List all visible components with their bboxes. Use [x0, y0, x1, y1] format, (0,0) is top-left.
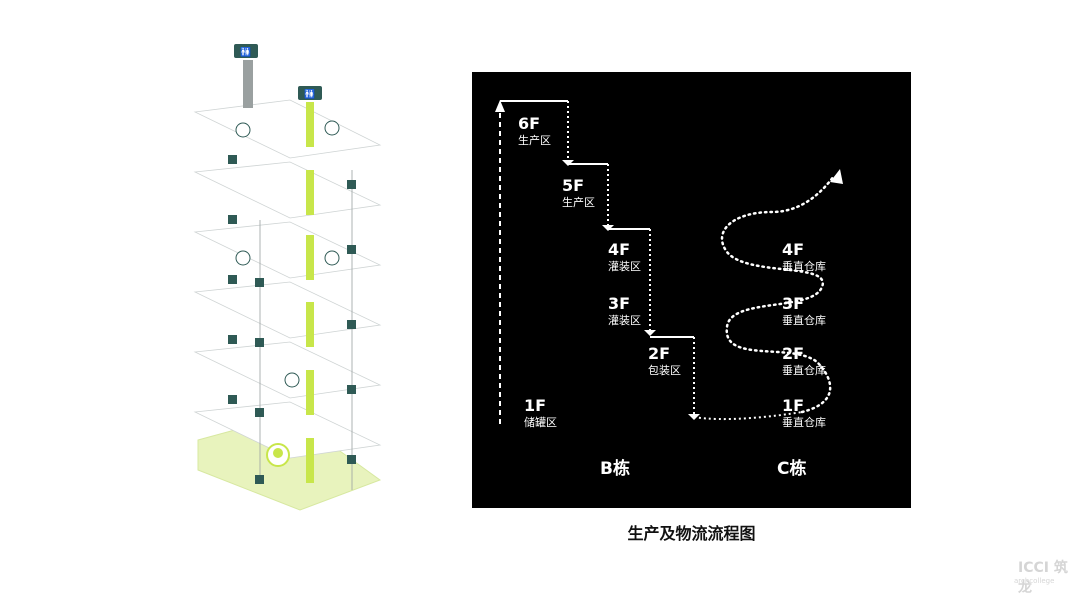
b-building-label: B栋: [600, 459, 630, 479]
floor-plates: [193, 99, 382, 459]
b-floor-4: 4F 灌装区: [608, 240, 641, 273]
flow-paths: [495, 100, 843, 424]
floor-label: 2F: [648, 344, 671, 363]
watermark-subtext: archcollege: [1014, 577, 1055, 585]
floor-label: 4F: [608, 240, 631, 259]
zone-label: 垂直仓库: [782, 260, 826, 273]
lift-shaft: [306, 102, 314, 483]
zone-label: 灌装区: [608, 314, 641, 327]
c-floor-4: 4F 垂直仓库: [782, 240, 826, 273]
floor-label: 6F: [518, 114, 541, 133]
zone-label: 生产区: [562, 196, 595, 209]
b-floor-2: 2F 包装区: [648, 344, 681, 377]
svg-text:🚻: 🚻: [240, 46, 251, 58]
c-serpentine: [720, 174, 836, 414]
stair-core: [243, 60, 253, 108]
b-floor-1: 1F 储罐区: [524, 396, 557, 429]
flow-diagram-panel: 6F 生产区 5F 生产区 4F 灌装区 3F 灌装区 2F 包装区 1F 储罐…: [472, 72, 911, 508]
floor-label: 4F: [782, 240, 805, 259]
b-floor-6: 6F 生产区: [518, 114, 551, 147]
zone-label: 垂直仓库: [782, 364, 826, 377]
floor-label: 5F: [562, 176, 585, 195]
diagram-caption: 生产及物流流程图: [627, 524, 756, 543]
zone-label: 灌装区: [608, 260, 641, 273]
building-axonometric-diagram: 🚻 🚻: [193, 44, 382, 511]
b-cascade: [567, 101, 803, 421]
floor-label: 1F: [782, 396, 805, 415]
c-floor-3: 3F 垂直仓库: [782, 294, 826, 327]
elevator-icon: [235, 120, 340, 388]
stair-icon: [228, 155, 356, 484]
b-floor-5: 5F 生产区: [562, 176, 595, 209]
b-floor-3: 3F 灌装区: [608, 294, 641, 327]
b-riser-arrowhead: [495, 100, 505, 112]
watermark-logo: ICCI 筑龙 archcollege: [1000, 545, 1070, 596]
zone-label: 包装区: [648, 364, 681, 377]
floor-label: 1F: [524, 396, 547, 415]
zone-label: 垂直仓库: [782, 416, 826, 429]
pin-icon: [266, 443, 290, 467]
svg-text:🚻: 🚻: [304, 88, 315, 100]
restroom-icon: 🚻 🚻: [234, 44, 322, 100]
c-floor-2: 2F 垂直仓库: [782, 344, 826, 377]
zone-label: 生产区: [518, 134, 551, 147]
floor-label: 2F: [782, 344, 805, 363]
c-arrowhead: [830, 169, 843, 184]
floor-label: 3F: [608, 294, 631, 313]
watermark-text: ICCI 筑龙: [1018, 560, 1068, 596]
zone-label: 垂直仓库: [782, 314, 826, 327]
c-floor-1: 1F 垂直仓库: [782, 396, 826, 429]
floor-label: 3F: [782, 294, 805, 313]
zone-label: 储罐区: [524, 416, 557, 429]
c-building-label: C栋: [777, 459, 807, 479]
